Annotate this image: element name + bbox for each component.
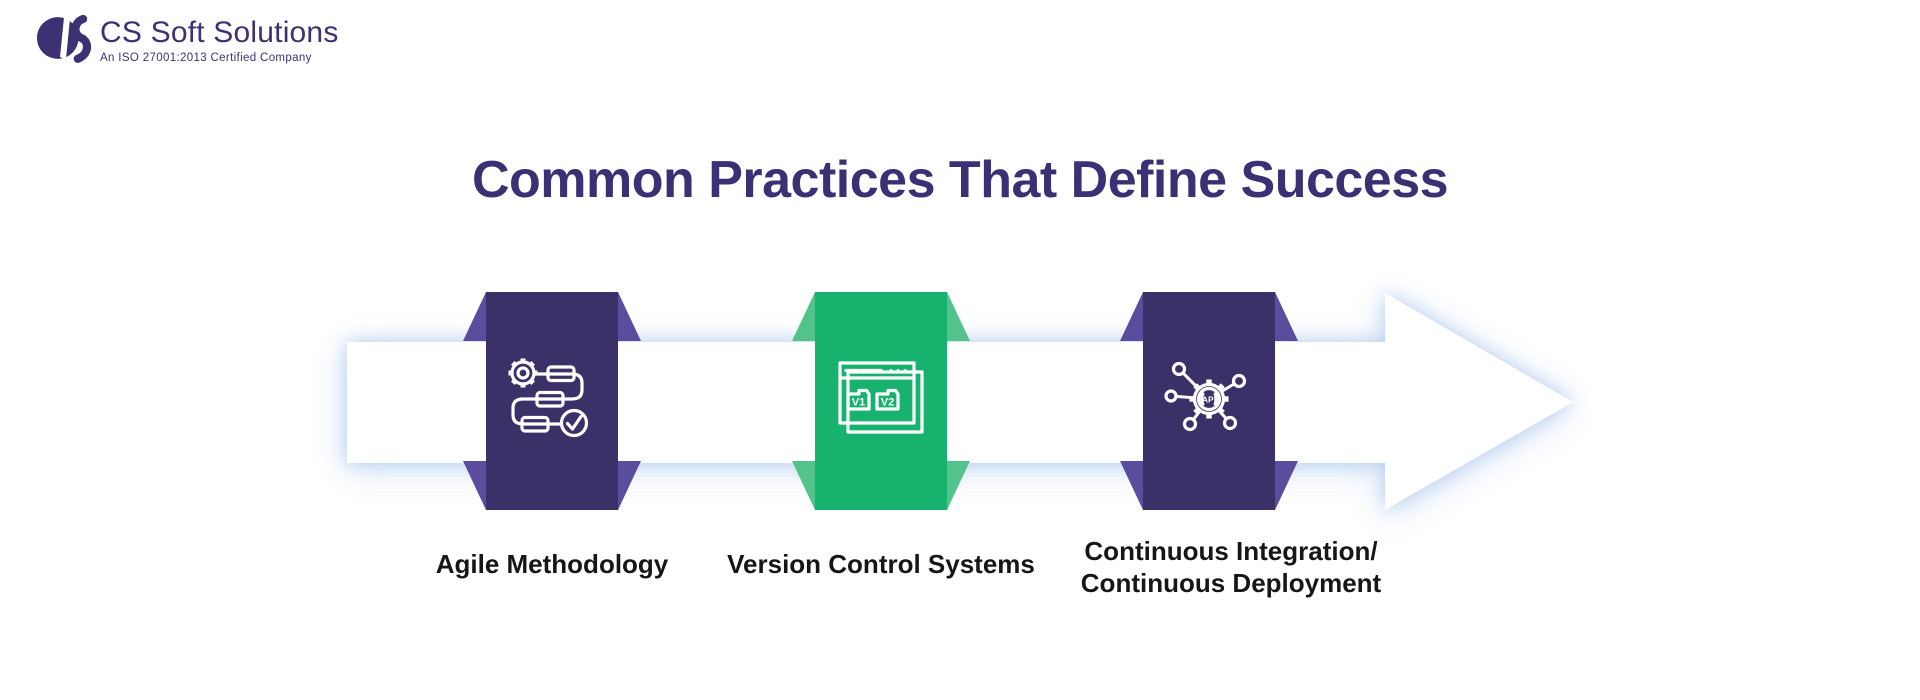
ribbon-fold-icon: [947, 461, 970, 510]
step-label-version-control: Version Control Systems: [727, 549, 1035, 579]
ribbon-fold-icon: [618, 292, 641, 341]
brand-tagline: An ISO 27001:2013 Certified Company: [100, 52, 312, 64]
ribbon-body: [486, 292, 618, 510]
brand-logo: CS Soft Solutions An ISO 27001:2013 Cert…: [36, 8, 339, 68]
api-badge-label: API: [1202, 394, 1216, 404]
ribbon-fold-icon: [792, 461, 815, 510]
ribbon-fold-icon: [1120, 461, 1143, 510]
folder-v2-label: V2: [881, 397, 894, 409]
step-label-agile: Agile Methodology: [435, 549, 669, 579]
agile-workflow-icon: [508, 358, 589, 438]
ribbon-fold-icon: [1275, 292, 1298, 341]
ribbon-fold-icon: [1275, 461, 1298, 510]
api-network-icon: API: [1164, 361, 1247, 432]
brand-name: CS Soft Solutions: [100, 16, 339, 49]
brand-logo-icon: [36, 14, 92, 63]
brand-text: CS Soft Solutions An ISO 27001:2013 Cert…: [100, 8, 339, 64]
ribbon-fold-icon: [463, 461, 486, 510]
ribbon-fold-icon: [618, 461, 641, 510]
folder-v1-label: V1: [852, 397, 865, 409]
ribbon-step-version-control: V1 V2: [792, 292, 970, 510]
ribbon-fold-icon: [947, 292, 970, 341]
step-label-cicd: Continuous Integration/ Continuous Deplo…: [1080, 536, 1382, 598]
version-control-icon: V1 V2: [838, 361, 924, 434]
gear-icon: [508, 358, 538, 388]
ribbon-fold-icon: [1120, 292, 1143, 341]
check-circle-icon: [559, 408, 589, 438]
ribbon-body: [815, 292, 947, 510]
ribbon-fold-icon: [463, 292, 486, 341]
ribbon-step-cicd: API: [1120, 292, 1298, 510]
ribbon-step-agile: [463, 292, 641, 510]
ribbon-fold-icon: [792, 292, 815, 341]
page-title: Common Practices That Define Success: [471, 151, 1449, 209]
